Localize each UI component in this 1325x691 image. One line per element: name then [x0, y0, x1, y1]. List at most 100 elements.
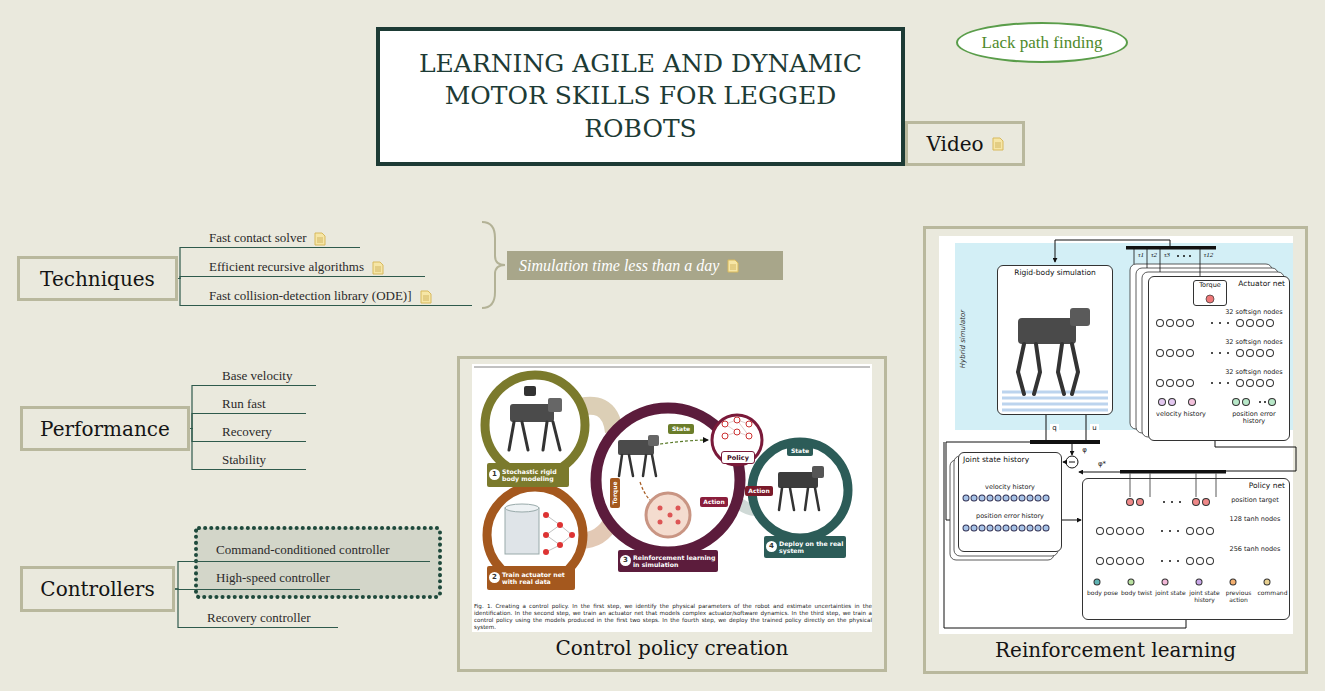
policy-figure — [474, 367, 870, 368]
layer-label: 256 tanh nodes — [1224, 546, 1286, 553]
policy-figure — [543, 512, 549, 518]
policy-figure — [712, 415, 762, 465]
rl-figure — [1177, 560, 1179, 562]
rl-figure — [939, 236, 1293, 634]
input-label: joint state — [1154, 590, 1187, 597]
rl-figure — [1259, 401, 1261, 403]
branch-line — [190, 386, 316, 429]
policy-figure — [722, 421, 728, 427]
node-text: Efficient recursive algorithms — [209, 259, 364, 275]
rl-figure — [1079, 472, 1120, 473]
rl-figure — [1211, 382, 1213, 384]
rl-figure — [1240, 380, 1280, 386]
policy-figure — [734, 429, 740, 435]
branch-line — [175, 562, 430, 590]
rl-figure — [1199, 580, 1209, 585]
node-text: Lack path finding — [982, 33, 1103, 53]
rl-figure — [1227, 322, 1229, 324]
rl-figure — [966, 526, 1054, 531]
node-text: Recovery controller — [207, 610, 311, 626]
input-label: previous action — [1222, 590, 1255, 603]
group-boundary — [196, 528, 440, 597]
rl-figure — [966, 495, 1054, 502]
callout-number: 2 — [489, 572, 500, 583]
rl-figure — [1227, 382, 1229, 384]
policy-figure — [546, 515, 572, 552]
rl-figure — [1163, 501, 1165, 503]
policy-figure — [668, 513, 673, 518]
rl-figure — [1169, 530, 1171, 532]
signal-name: u — [1090, 424, 1099, 433]
signal-tag: Action — [700, 497, 728, 507]
node-text: Run fast — [222, 396, 266, 412]
rl-figure — [1097, 502, 1277, 582]
policy-figure — [569, 532, 575, 538]
node-text: Stochastic rigid body modeling — [502, 468, 567, 482]
rl-figure — [1002, 392, 1108, 410]
image-panel: Control policy creationStochastic rigid … — [457, 356, 887, 672]
rl-figure — [1160, 319, 1200, 327]
node-text: Stability — [222, 452, 266, 468]
input-label: velocity history — [960, 484, 1060, 491]
node-text: Joint state history — [963, 455, 1029, 464]
rl-figure — [1211, 322, 1213, 324]
node-text: Simulation time less than a day — [519, 257, 719, 275]
rl-figure — [1240, 320, 1280, 326]
rl-figure — [1100, 528, 1150, 534]
central-topic: LEARNING AGILE AND DYNAMIC MOTOR SKILLS … — [376, 27, 905, 166]
rl-figure — [1196, 499, 1216, 505]
note-icon — [315, 233, 325, 245]
rl-figure — [1240, 319, 1280, 327]
layer-label: 32 softsign nodes — [1222, 369, 1286, 376]
policy-figure — [485, 375, 585, 475]
node-text: Policy — [727, 454, 749, 462]
rl-figure — [1161, 530, 1163, 532]
rl-figure — [1206, 295, 1214, 303]
node-text: Reinforcement learning — [926, 638, 1305, 662]
figure-caption: Fig. 1. Creating a control policy. In th… — [474, 603, 872, 631]
sub-topic: Recovery controller — [178, 607, 338, 628]
input-label: position error history — [960, 513, 1060, 520]
policy-box: Policy — [721, 451, 755, 464]
output-box: Torque — [1193, 280, 1227, 306]
rl-figure — [1272, 399, 1282, 405]
node-text: Train actuator net with real data — [502, 571, 573, 585]
note-icon — [317, 238, 323, 242]
rl-figure — [1189, 255, 1191, 257]
rl-figure — [1192, 398, 1202, 406]
main-topic: Controllers — [20, 566, 175, 612]
node-text: Command-conditioned controller — [216, 542, 390, 558]
rl-figure — [944, 442, 1186, 628]
rl-figure — [1211, 322, 1266, 403]
branch-line — [178, 279, 472, 306]
rl-figure — [1131, 579, 1141, 586]
rl-figure — [1062, 520, 1081, 521]
node-text: Reinforcement learning in simulation — [633, 554, 716, 568]
rl-figure — [1199, 579, 1209, 586]
sub-topic: Efficient recursive algorithms — [180, 256, 425, 277]
region-label: Hybrid simulator — [959, 299, 967, 379]
policy-figure — [812, 466, 824, 478]
summary-brace — [482, 222, 505, 308]
policy-figure — [472, 364, 872, 632]
rl-figure — [1165, 579, 1175, 586]
note-icon — [993, 138, 1003, 150]
policy-figure — [543, 549, 549, 555]
rl-figure — [1130, 498, 1150, 506]
rl-figure — [1211, 352, 1213, 354]
rl-figure — [1130, 499, 1150, 505]
rl-figure — [1161, 560, 1163, 562]
rl-figure — [1236, 398, 1256, 406]
layer-label: 32 softsign nodes — [1222, 309, 1286, 316]
rl-figure — [1046, 415, 1086, 440]
sub-topic: Run fast — [192, 394, 306, 414]
rl-figure — [1148, 276, 1290, 441]
signal-name: τ1 — [1136, 251, 1146, 260]
policy-figure — [658, 506, 681, 525]
image-panel: Reinforcement learning Rigid-body simulat… — [923, 226, 1308, 674]
node-text: Video — [926, 132, 983, 156]
node-text: Base velocity — [222, 368, 292, 384]
node-text: Recovery — [222, 424, 272, 440]
node-text: Rigid-body simulation — [1014, 268, 1096, 277]
rl-figure — [1215, 441, 1296, 471]
